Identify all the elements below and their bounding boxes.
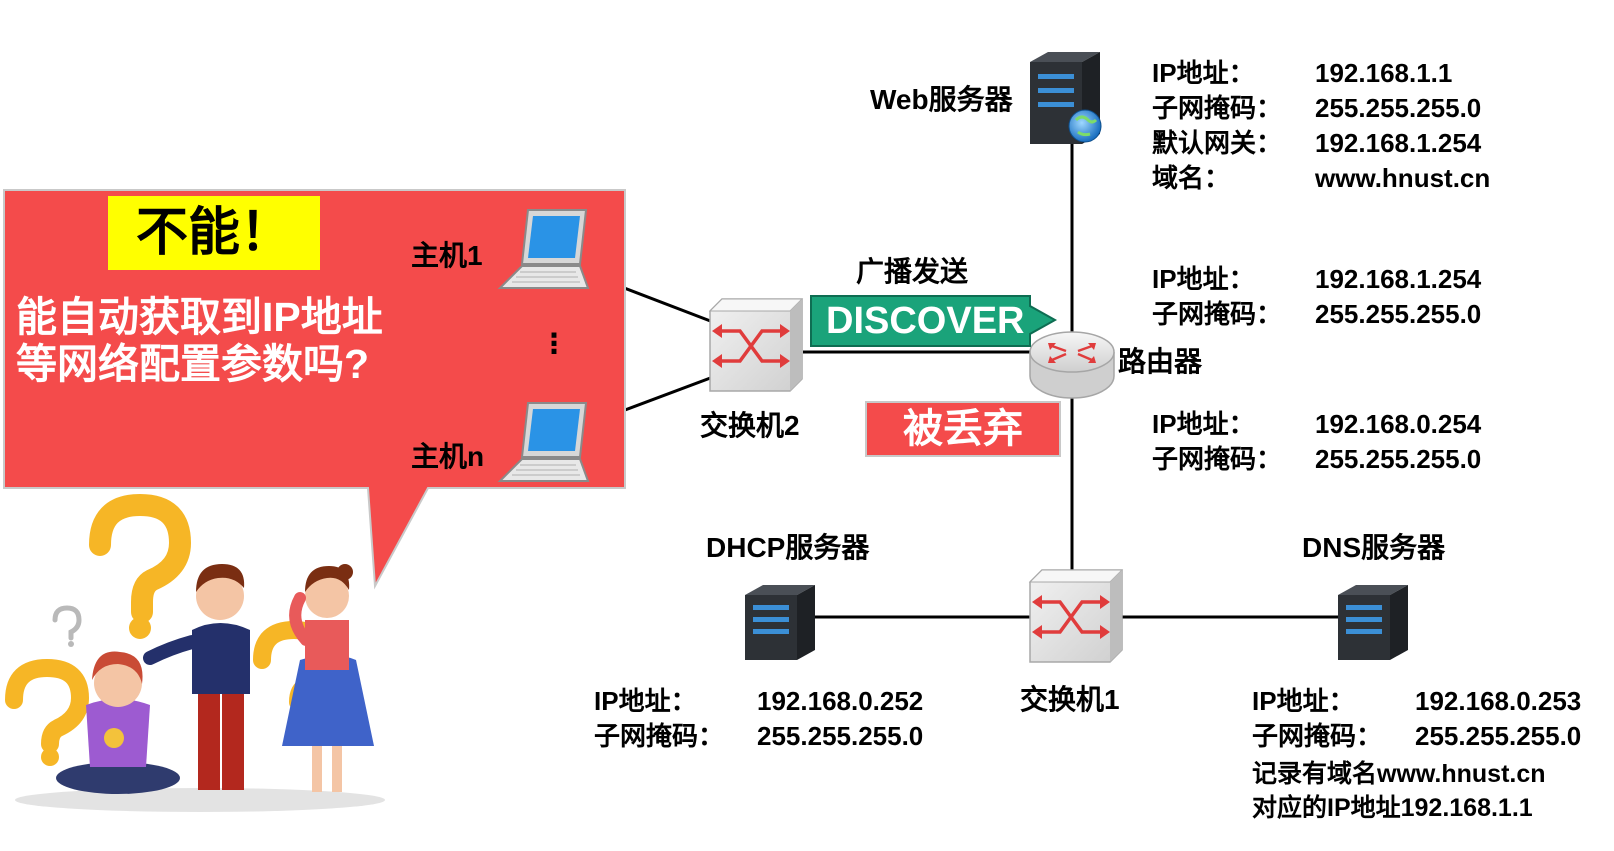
info-row: 子网掩码： 255.255.255.0 bbox=[1252, 723, 1581, 758]
discover-arrow bbox=[810, 295, 1058, 347]
server-icon-dns bbox=[1338, 585, 1408, 660]
info-key: 子网掩码： bbox=[1152, 299, 1283, 329]
answer-highlight: 不能！ bbox=[108, 196, 320, 270]
dns-server-label: DNS服务器 bbox=[1302, 532, 1446, 563]
server-icon-web bbox=[1030, 52, 1102, 144]
web-server-info: IP地址： 192.168.1.1 子网掩码： 255.255.255.0 默认网关… bbox=[1152, 60, 1490, 200]
info-value: www.hnust.cn bbox=[1315, 163, 1491, 193]
info-row: 子网掩码： 255.255.255.0 bbox=[594, 723, 923, 758]
info-value: 255.255.255.0 bbox=[1315, 93, 1482, 123]
info-key: IP地址： bbox=[1252, 686, 1355, 716]
info-row: 默认网关： 192.168.1.254 bbox=[1152, 130, 1490, 165]
dns-record-line-1: 记录有域名www.hnust.cn bbox=[1252, 760, 1546, 788]
switch1-label: 交换机1 bbox=[1020, 684, 1120, 715]
info-row: IP地址： 192.168.0.253 bbox=[1252, 688, 1581, 723]
server-icon-dhcp bbox=[745, 585, 815, 660]
question-line-1: 能自动获取到IP地址 bbox=[16, 294, 383, 340]
router-bottom-interface: IP地址： 192.168.0.254 子网掩码： 255.255.255.0 bbox=[1152, 411, 1481, 481]
info-row: IP地址： 192.168.0.254 bbox=[1152, 411, 1481, 446]
info-key: 默认网关： bbox=[1152, 128, 1283, 158]
info-row: 子网掩码： 255.255.255.0 bbox=[1152, 301, 1481, 336]
info-value: 192.168.0.252 bbox=[757, 686, 924, 716]
laptop-icon-host1 bbox=[497, 209, 590, 289]
info-row: IP地址： 192.168.1.1 bbox=[1152, 60, 1490, 95]
info-key: IP地址： bbox=[1152, 264, 1255, 294]
info-value: 255.255.255.0 bbox=[1315, 444, 1482, 474]
info-key: 子网掩码： bbox=[594, 721, 725, 751]
info-key: 域名： bbox=[1152, 163, 1231, 193]
info-row: IP地址： 192.168.0.252 bbox=[594, 688, 923, 723]
info-key: 子网掩码： bbox=[1252, 721, 1383, 751]
info-row: 子网掩码： 255.255.255.0 bbox=[1152, 446, 1481, 481]
question-line-2: 等网络配置参数吗? bbox=[16, 341, 370, 387]
info-row: 子网掩码： 255.255.255.0 bbox=[1152, 95, 1490, 130]
web-server-label: Web服务器 bbox=[870, 84, 1013, 115]
info-value: 192.168.1.254 bbox=[1315, 264, 1482, 294]
info-key: 子网掩码： bbox=[1152, 444, 1283, 474]
info-value: 192.168.0.253 bbox=[1415, 686, 1582, 716]
broadcast-title: 广播发送 bbox=[856, 256, 969, 287]
info-key: IP地址： bbox=[594, 686, 697, 716]
info-value: 192.168.0.254 bbox=[1315, 409, 1482, 439]
hostn-label: 主机n bbox=[411, 441, 485, 472]
router-label: 路由器 bbox=[1118, 346, 1203, 377]
switch2-label: 交换机2 bbox=[700, 410, 800, 441]
info-row: 域名： www.hnust.cn bbox=[1152, 165, 1490, 200]
dropped-label: 被丢弃 bbox=[903, 407, 1023, 451]
router-top-interface: IP地址： 192.168.1.254 子网掩码： 255.255.255.0 bbox=[1152, 266, 1481, 336]
info-value: 255.255.255.0 bbox=[1415, 721, 1582, 751]
speech-bubble bbox=[3, 189, 626, 590]
discover-message: DISCOVER bbox=[826, 300, 1025, 342]
info-value: 255.255.255.0 bbox=[757, 721, 924, 751]
switch-icon-2 bbox=[708, 298, 804, 392]
dropped-badge: 被丢弃 bbox=[865, 401, 1061, 457]
dhcp-server-info: IP地址： 192.168.0.252 子网掩码： 255.255.255.0 bbox=[594, 688, 923, 758]
host1-label: 主机1 bbox=[411, 240, 483, 271]
dns-record-line-2: 对应的IP地址192.168.1.1 bbox=[1252, 794, 1533, 822]
router-icon bbox=[1029, 331, 1115, 399]
hosts-ellipsis: ⋮ bbox=[540, 328, 568, 359]
info-row: IP地址： 192.168.1.254 bbox=[1152, 266, 1481, 301]
dns-server-info: IP地址： 192.168.0.253 子网掩码： 255.255.255.0 bbox=[1252, 688, 1581, 758]
info-value: 255.255.255.0 bbox=[1315, 299, 1482, 329]
answer-text: 不能！ bbox=[135, 204, 292, 262]
info-key: IP地址： bbox=[1152, 409, 1255, 439]
laptop-icon-hostn bbox=[497, 402, 590, 482]
info-value: 192.168.1.1 bbox=[1315, 58, 1453, 88]
switch-icon-1 bbox=[1028, 569, 1124, 663]
network-links bbox=[584, 143, 1340, 619]
info-value: 192.168.1.254 bbox=[1315, 128, 1482, 158]
dhcp-server-label: DHCP服务器 bbox=[706, 532, 870, 563]
info-key: 子网掩码： bbox=[1152, 93, 1283, 123]
info-key: IP地址： bbox=[1152, 58, 1255, 88]
confused-people-illustration bbox=[5, 493, 385, 812]
